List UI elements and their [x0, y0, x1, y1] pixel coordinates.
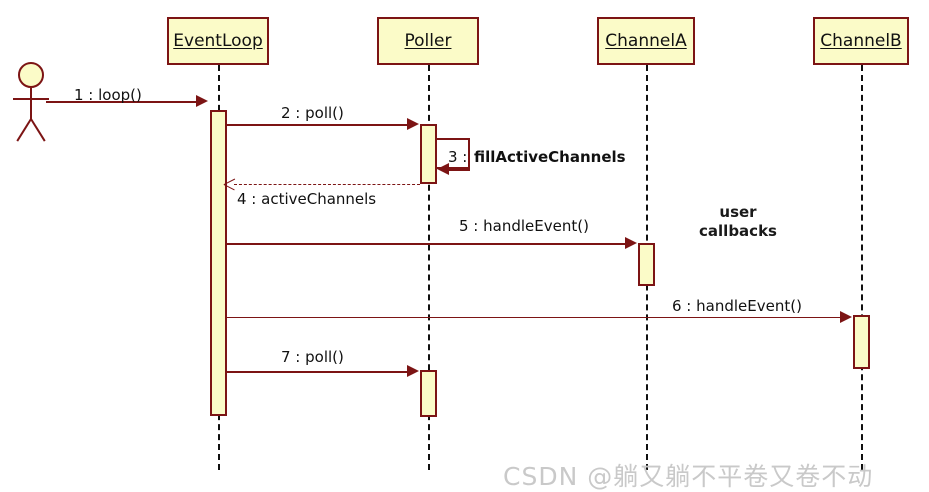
message-7-label: 7 : poll(): [281, 348, 344, 366]
activation-channela: [638, 243, 655, 286]
message-3-seq-label: 3 :: [448, 148, 468, 166]
actor-body-icon: [30, 88, 32, 120]
actor-arms-icon: [13, 98, 49, 100]
message-2-label: 2 : poll(): [281, 104, 344, 122]
message-4-arrowhead-icon: [224, 179, 235, 190]
note-user-callbacks: user callbacks: [699, 203, 777, 240]
message-7-line: [227, 371, 408, 373]
message-3-name-label: fillActiveChannels: [474, 148, 626, 166]
participant-label-eventloop: EventLoop: [173, 31, 263, 51]
actor-leg-right-icon: [30, 118, 46, 142]
message-1-line: [46, 101, 198, 103]
participant-label-channelb: ChannelB: [820, 31, 902, 51]
actor-leg-left-icon: [16, 118, 32, 142]
message-1-label: 1 : loop(): [74, 86, 142, 104]
message-6-arrowhead-icon: [840, 311, 852, 323]
message-1-arrowhead-icon: [196, 95, 208, 107]
message-4-line: [234, 184, 420, 185]
participant-label-poller: Poller: [404, 31, 452, 51]
message-6-label: 6 : handleEvent(): [672, 297, 802, 315]
participant-eventloop[interactable]: EventLoop: [167, 17, 269, 65]
message-2-line: [227, 124, 408, 126]
lifeline-poller: [428, 65, 430, 470]
participant-label-channela: ChannelA: [605, 31, 687, 51]
message-5-arrowhead-icon: [625, 237, 637, 249]
message-2-arrowhead-icon: [407, 118, 419, 130]
actor-head-icon: [18, 62, 44, 88]
message-5-label: 5 : handleEvent(): [459, 217, 589, 235]
watermark-text: CSDN @躺又躺不平卷又卷不动: [503, 462, 874, 491]
participant-poller[interactable]: Poller: [377, 17, 479, 65]
message-3-return-line: [443, 169, 470, 171]
participant-channela[interactable]: ChannelA: [597, 17, 695, 65]
message-3-self-bracket: [437, 138, 470, 169]
participant-channelb[interactable]: ChannelB: [813, 17, 909, 65]
activation-eventloop: [210, 110, 227, 416]
activation-poller-second: [420, 370, 437, 417]
message-4-label: 4 : activeChannels: [237, 190, 377, 208]
actor-figure: [6, 62, 56, 152]
lifeline-channelb: [861, 65, 863, 470]
message-6-line: [227, 317, 841, 318]
activation-poller-first: [420, 124, 437, 184]
activation-channelb: [853, 315, 870, 369]
message-7-arrowhead-icon: [407, 365, 419, 377]
message-5-line: [227, 243, 626, 245]
